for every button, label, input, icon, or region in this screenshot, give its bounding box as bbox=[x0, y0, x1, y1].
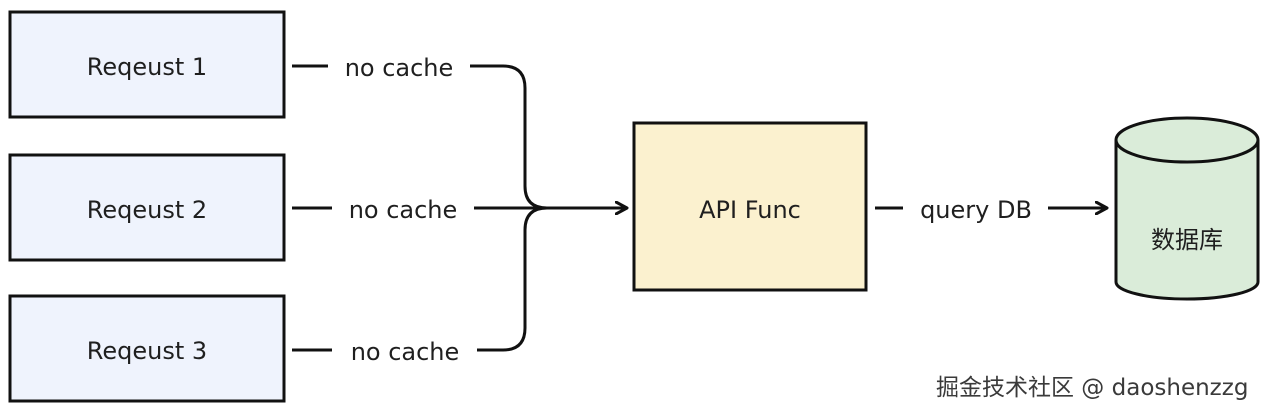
request-box-3 bbox=[8, 294, 286, 403]
edge-label-1: no cache bbox=[345, 54, 454, 82]
request-box-2 bbox=[8, 153, 286, 262]
request-box-1 bbox=[8, 10, 286, 119]
watermark-text: 掘金技术社区 @ daoshenzzg bbox=[936, 375, 1249, 401]
database-node: 数据库 bbox=[1114, 116, 1260, 301]
request-label-2: Reqeust 2 bbox=[87, 196, 207, 224]
request-label-3: Reqeust 3 bbox=[87, 337, 207, 365]
connector-curve-3 bbox=[477, 206, 548, 352]
edge-label-2: no cache bbox=[349, 196, 458, 224]
request-node-1: Reqeust 1 bbox=[8, 10, 286, 119]
api-node: API Func bbox=[632, 121, 868, 292]
database-label: 数据库 bbox=[1151, 226, 1223, 254]
request-node-2: Reqeust 2 bbox=[8, 153, 286, 262]
edge-label-3: no cache bbox=[351, 338, 460, 366]
database-cylinder-top bbox=[1114, 116, 1260, 164]
database-cylinder-body bbox=[1114, 140, 1260, 301]
request-node-3: Reqeust 3 bbox=[8, 294, 286, 403]
connector-curve-1 bbox=[470, 64, 548, 210]
db-edge-label: query DB bbox=[920, 196, 1032, 224]
api-box bbox=[632, 121, 868, 292]
api-label: API Func bbox=[699, 196, 801, 224]
request-label-1: Reqeust 1 bbox=[87, 53, 207, 81]
